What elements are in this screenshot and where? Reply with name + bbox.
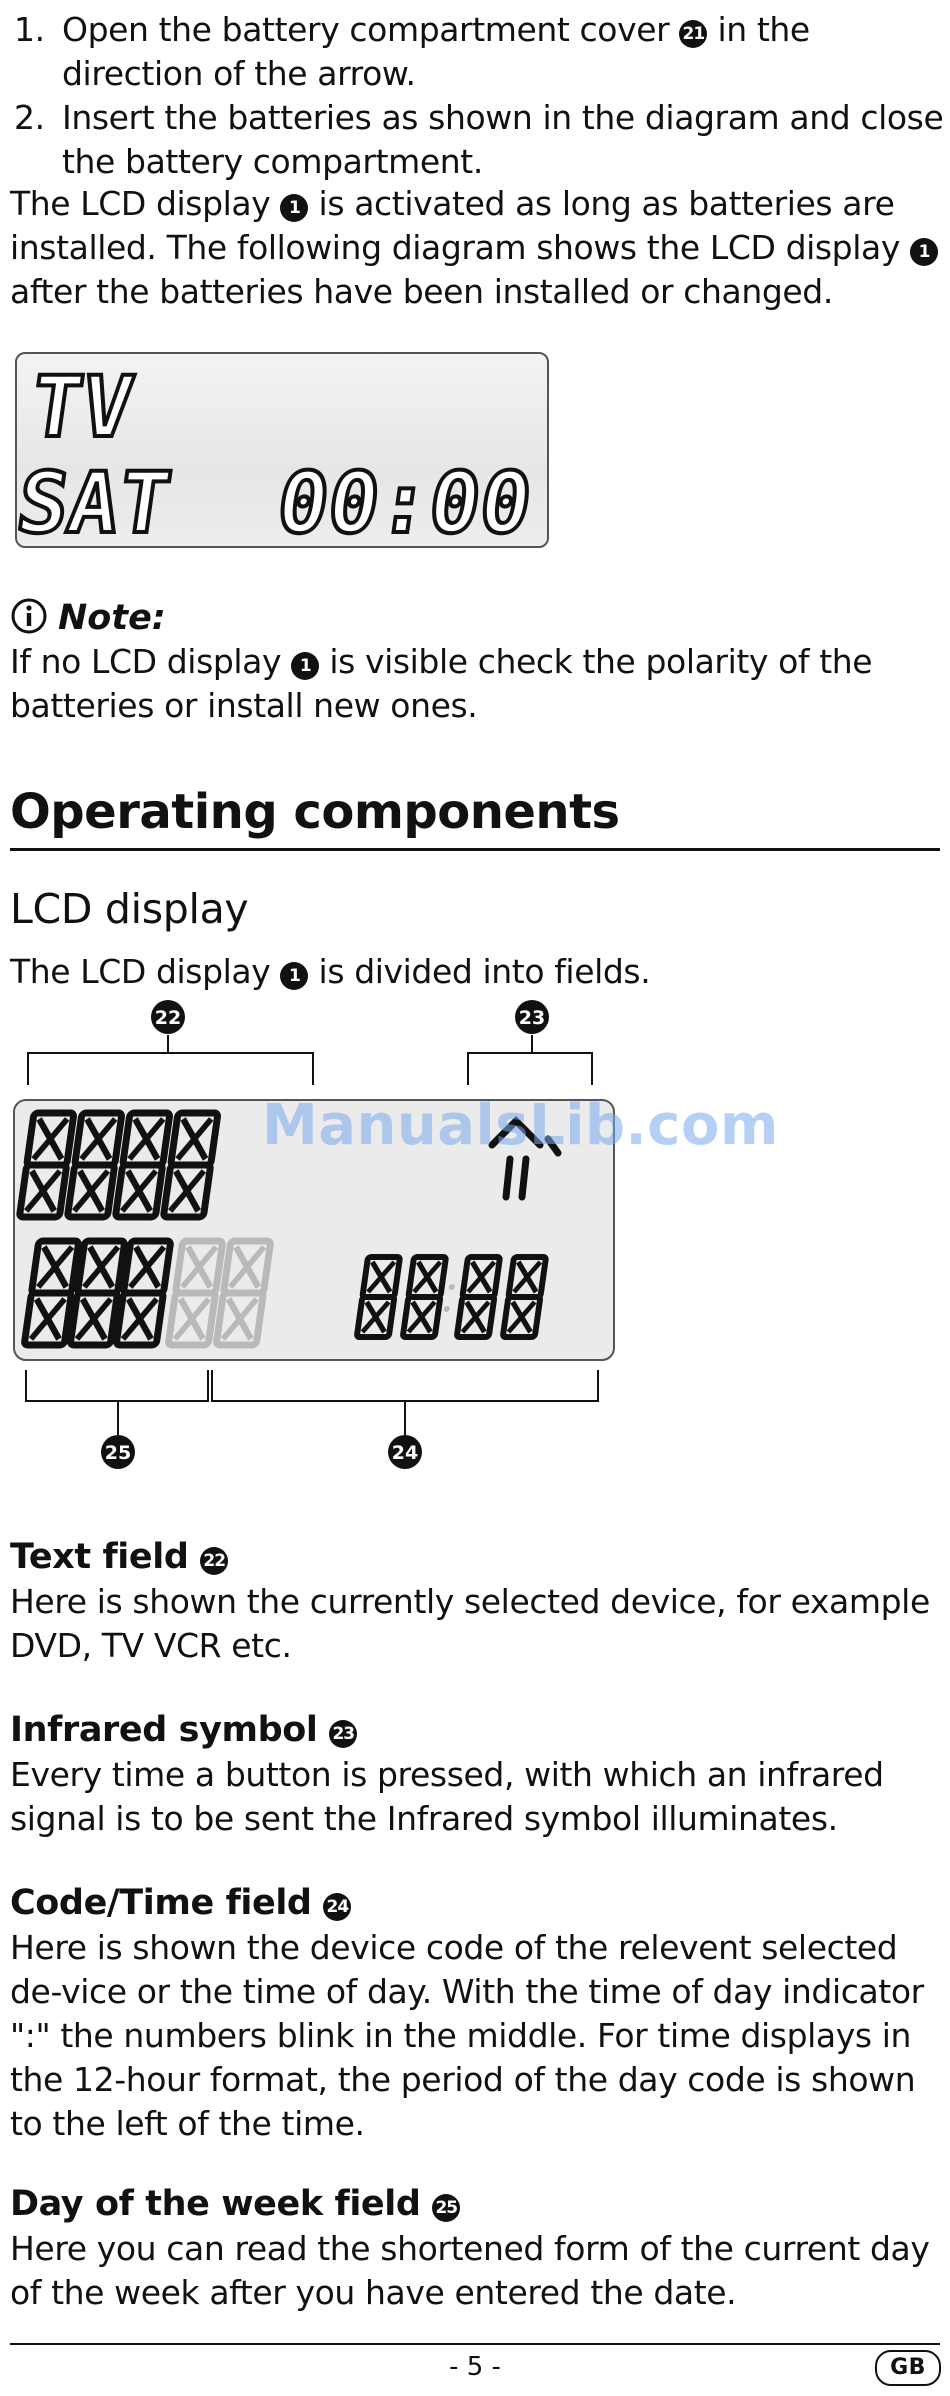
intro-paragraph: The LCD display 1 is activated as long a…: [10, 182, 940, 314]
ref-badge: 1: [280, 962, 309, 990]
step-text: in the direction of the arrow.: [62, 10, 810, 93]
field-title: Day of the week field 25: [10, 2182, 461, 2226]
intro-text: The LCD display: [10, 184, 281, 223]
page-number: - 5 -: [449, 2352, 501, 2382]
field-body: Here is shown the currently selected dev…: [10, 1582, 930, 1665]
watermark: ManualsLib.com: [262, 1093, 779, 1158]
step-item: 1. Open the battery compartment cover 21…: [10, 8, 945, 96]
lcd-section-text: The LCD display: [10, 952, 281, 991]
ref-badge: 21: [679, 20, 708, 48]
field-title: Code/Time field 24: [10, 1881, 352, 1925]
section-title: Operating components: [10, 784, 620, 840]
callout-day-of-week: 25: [25, 1370, 209, 1469]
field-title-text: Code/Time field: [10, 1883, 312, 1923]
ref-badge: 24: [323, 1893, 352, 1921]
note-text: is visible check the polarity of the bat…: [10, 642, 873, 725]
callout-number: 24: [392, 1442, 418, 1464]
language-badge: GB: [875, 2350, 941, 2386]
battery-steps: 1. Open the battery compartment cover 21…: [10, 8, 945, 184]
callout-number: 25: [105, 1442, 131, 1464]
intro-text: is activated as long as batteries are in…: [10, 184, 911, 267]
ref-badge: 1: [910, 238, 939, 266]
callout-infrared: 23: [467, 1000, 593, 1085]
field-title-text: Infrared symbol: [10, 1710, 318, 1750]
field-title-text: Day of the week field: [10, 2184, 421, 2224]
field-body: Every time a button is pressed, with whi…: [10, 1755, 884, 1838]
ref-badge: 1: [280, 194, 309, 222]
step-number: 1.: [14, 10, 45, 49]
step-item: 2. Insert the batteries as shown in the …: [10, 96, 945, 184]
note-paragraph: If no LCD display 1 is visible check the…: [10, 640, 940, 728]
step-text: Insert the batteries as shown in the dia…: [62, 98, 944, 181]
lcd-day: SAT: [17, 454, 177, 546]
step-number: 2.: [14, 98, 45, 137]
infrared-symbol-icon: [488, 1116, 562, 1201]
field-body: Here is shown the device code of the rel…: [10, 1928, 924, 2143]
lcd-line1: TV: [25, 358, 140, 456]
section-rule: [10, 848, 940, 851]
lcd-section-paragraph: The LCD display 1 is divided into fields…: [10, 950, 940, 994]
field-title-text: Text field: [10, 1537, 189, 1577]
lcd-time: 00:00: [271, 454, 538, 546]
ref-badge: 23: [329, 1720, 358, 1748]
callout-number: 22: [155, 1007, 181, 1029]
lcd-section-title: LCD display: [10, 885, 249, 933]
step-text: Open the battery compartment cover: [62, 10, 680, 49]
note-heading: Note:: [10, 596, 166, 640]
footer-rule: [10, 2343, 940, 2345]
note-title: Note:: [58, 598, 166, 638]
field-title: Text field 22: [10, 1535, 229, 1579]
callout-code-time: 24: [211, 1370, 599, 1469]
code-time-field-digits: [357, 1257, 546, 1337]
lcd-example-display: TV SAT 00:00: [9, 352, 549, 554]
lcd-section-text: is divided into fields.: [308, 952, 651, 991]
lcd-fields-diagram: 22 23: [13, 1000, 615, 1469]
ref-badge: 1: [291, 652, 320, 680]
intro-text: after the batteries have been installed …: [10, 272, 833, 311]
callout-text-field: 22: [27, 1000, 314, 1085]
info-icon: [11, 598, 47, 634]
field-body: Here you can read the shortened form of …: [10, 2229, 930, 2312]
ref-badge: 22: [200, 1547, 229, 1575]
callout-number: 23: [519, 1007, 545, 1029]
note-text: If no LCD display: [10, 642, 292, 681]
lcd-example-digits: TV SAT 00:00: [9, 356, 540, 554]
ref-badge: 25: [432, 2194, 461, 2222]
field-title: Infrared symbol 23: [10, 1708, 358, 1752]
